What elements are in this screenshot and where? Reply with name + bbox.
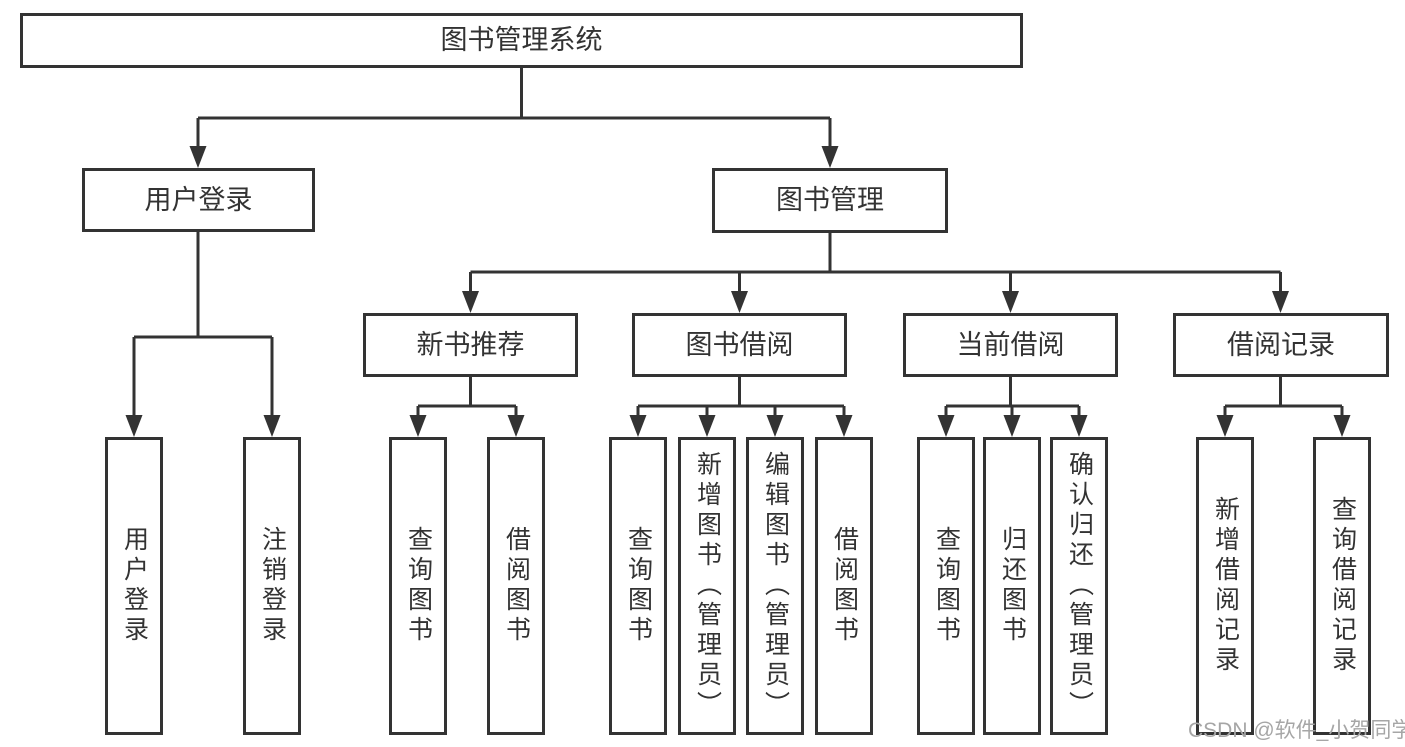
leaf-add-book-admin: 新增图书（管理员）	[678, 437, 736, 735]
leaf-edit-book-admin: 编辑图书（管理员）	[746, 437, 804, 735]
leaf-logout: 注销登录	[243, 437, 301, 735]
leaf-borrowing-borrow-book: 借阅图书	[815, 437, 873, 735]
node-root: 图书管理系统	[20, 13, 1023, 68]
leaf-confirm-return-admin: 确认归还（管理员）	[1050, 437, 1108, 735]
leaf-query-borrow-record: 查询借阅记录	[1313, 437, 1371, 735]
leaf-recommend-query-book: 查询图书	[389, 437, 447, 735]
node-new-book-recommendation: 新书推荐	[363, 313, 578, 377]
node-book-borrowing: 图书借阅	[632, 313, 847, 377]
watermark-text: CSDN @软件_小贺同学	[1188, 719, 1405, 742]
node-current-borrowing: 当前借阅	[903, 313, 1118, 377]
leaf-current-query-book: 查询图书	[917, 437, 975, 735]
leaf-borrowing-query-book: 查询图书	[609, 437, 667, 735]
leaf-recommend-borrow-book: 借阅图书	[487, 437, 545, 735]
leaf-user-login: 用户登录	[105, 437, 163, 735]
node-book-management: 图书管理	[712, 168, 948, 233]
node-borrowing-records: 借阅记录	[1173, 313, 1389, 377]
leaf-add-borrow-record: 新增借阅记录	[1196, 437, 1254, 735]
node-user-login: 用户登录	[82, 168, 315, 232]
leaf-return-book: 归还图书	[983, 437, 1041, 735]
